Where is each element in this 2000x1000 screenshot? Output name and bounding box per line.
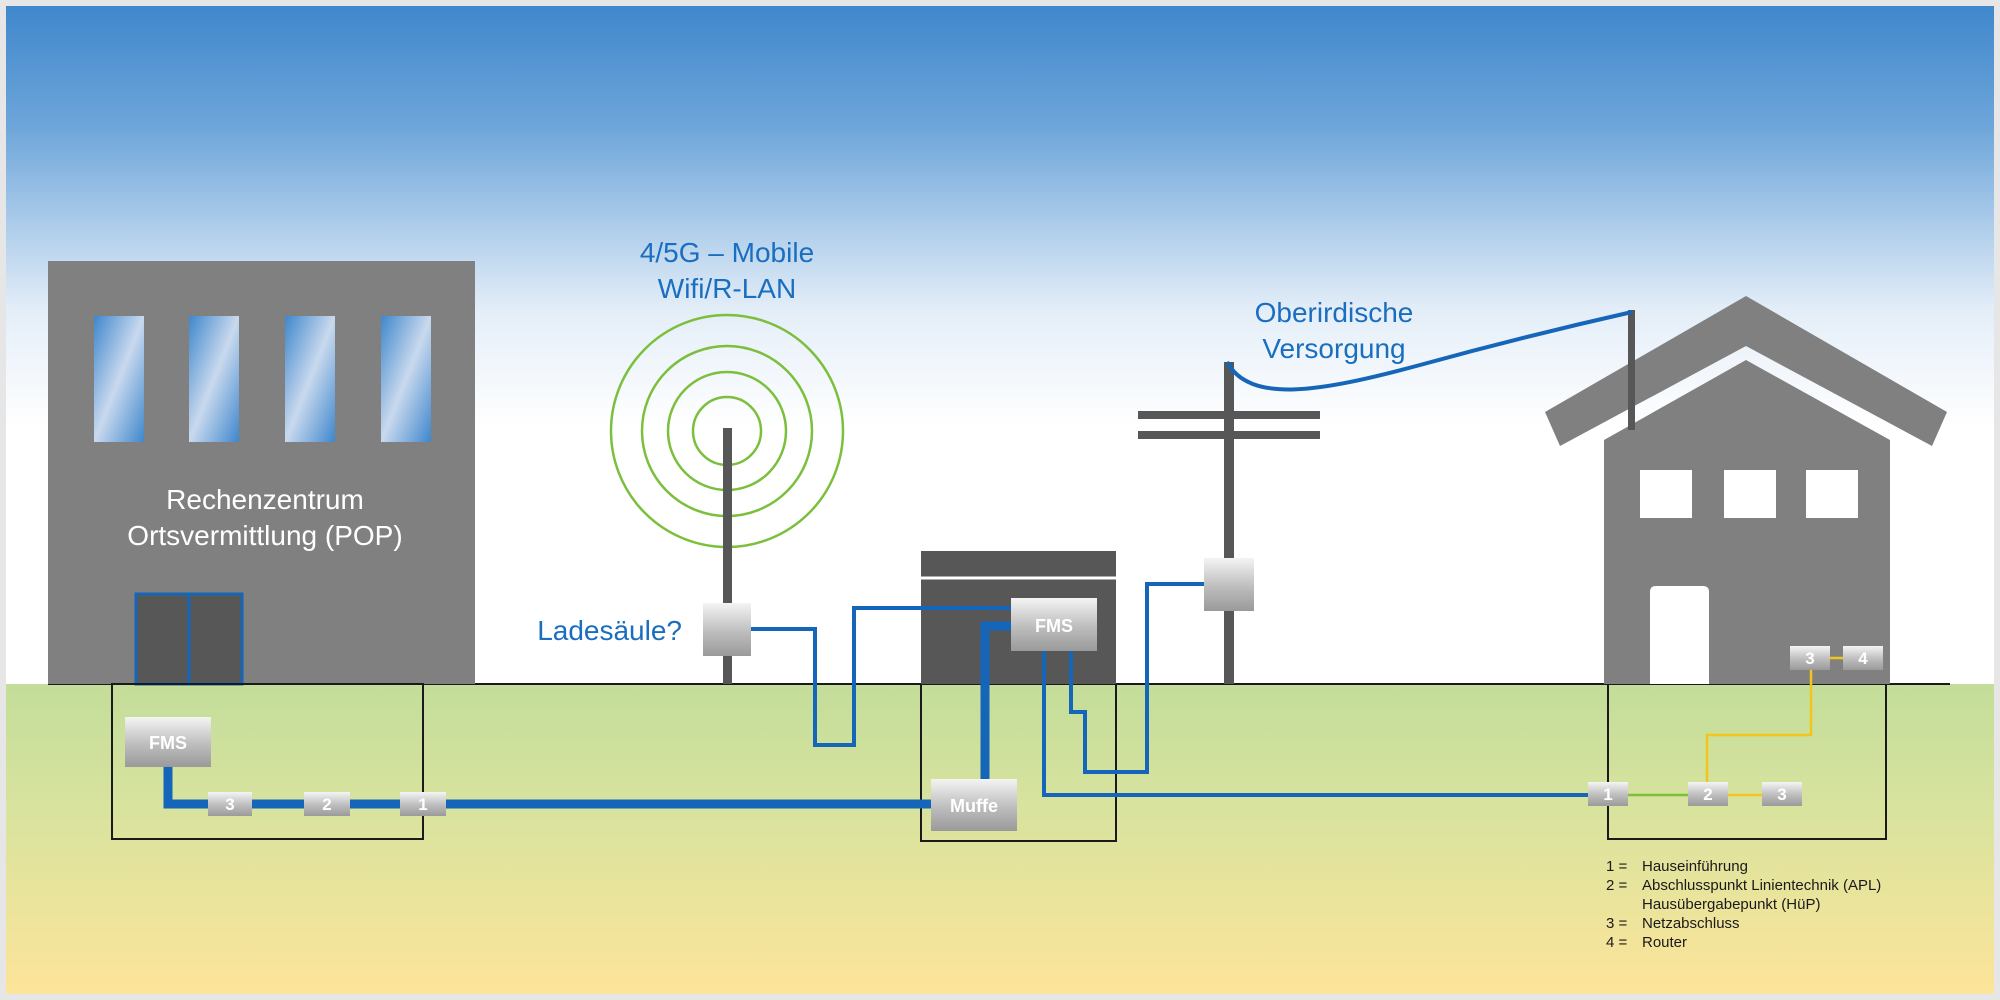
charging-station-box [703, 603, 751, 656]
svg-text:1: 1 [418, 795, 427, 814]
pole-box [1204, 558, 1254, 611]
svg-text:1: 1 [1603, 785, 1612, 804]
house-window [1640, 470, 1692, 518]
datacenter-label-line2: Ortsvermittlung (POP) [127, 520, 402, 551]
house-connection-cable [1042, 650, 1590, 797]
legend-key: 3 = [1606, 915, 1628, 932]
datacenter-window [189, 316, 239, 442]
house [1545, 296, 1947, 684]
legend-key: 4 = [1606, 934, 1628, 951]
in-house-wiring [1628, 656, 1843, 797]
fms-cabinet-box: FMS [1011, 598, 1097, 651]
house-netzabschluss-indoor-box: 3 [1790, 646, 1830, 670]
datacenter-window [285, 316, 335, 442]
router-box: 4 [1843, 646, 1883, 670]
pop-apl-box: 2 [304, 792, 350, 816]
datacenter-window [94, 316, 144, 442]
legend-key: 2 = [1606, 877, 1628, 894]
svg-text:3: 3 [1777, 785, 1786, 804]
datacenter-building: Rechenzentrum Ortsvermittlung (POP) [48, 261, 475, 686]
legend-text: Hausübergabepunkt (HüP) [1642, 896, 1820, 913]
house-window [1806, 470, 1858, 518]
pop-netzabschluss-box: 3 [208, 792, 252, 816]
charging-station-label: Ladesäule? [537, 615, 682, 646]
svg-text:FMS: FMS [1035, 616, 1073, 636]
svg-text:2: 2 [322, 795, 331, 814]
fms-pop-box: FMS [125, 717, 211, 767]
house-apl-box: 2 [1688, 782, 1728, 806]
charging-station-cable [750, 606, 1020, 747]
legend-text: Abschlusspunkt Linientechnik (APL) [1642, 877, 1881, 894]
trunk-cable [163, 762, 960, 809]
overhead-label-line1: Oberirdische [1255, 297, 1414, 328]
legend-text: Hauseinführung [1642, 858, 1748, 875]
legend-key: 1 = [1606, 858, 1628, 875]
svg-text:FMS: FMS [149, 733, 187, 753]
pole-cable [1069, 582, 1206, 774]
mobile-label-line1: 4/5G – Mobile [640, 237, 814, 268]
svg-text:2: 2 [1703, 785, 1712, 804]
svg-text:3: 3 [225, 795, 234, 814]
datacenter-window [381, 316, 431, 442]
house-netzabschluss-box: 3 [1762, 782, 1802, 806]
muffe-box: Muffe [931, 779, 1017, 831]
utility-pole [1138, 362, 1320, 684]
svg-text:Muffe: Muffe [950, 796, 998, 816]
legend-text: Netzabschluss [1642, 915, 1740, 932]
house-door [1650, 586, 1709, 684]
roof-mast [1628, 310, 1635, 430]
pop-entry-box: 1 [400, 792, 446, 816]
legend: 1 = Hauseinführung 2 = Abschlusspunkt Li… [1606, 858, 1881, 951]
house-window [1724, 470, 1776, 518]
svg-text:4: 4 [1858, 649, 1868, 668]
overhead-label-line2: Versorgung [1262, 333, 1405, 364]
mobile-label-line2: Wifi/R-LAN [658, 273, 796, 304]
overhead-line [1225, 310, 1633, 392]
legend-text: Router [1642, 934, 1687, 951]
datacenter-label-line1: Rechenzentrum [166, 484, 364, 515]
pop-chamber [111, 683, 424, 840]
svg-text:3: 3 [1805, 649, 1814, 668]
mobile-antenna: 4/5G – Mobile Wifi/R-LAN [609, 237, 845, 684]
house-entry-box: 1 [1588, 782, 1628, 806]
